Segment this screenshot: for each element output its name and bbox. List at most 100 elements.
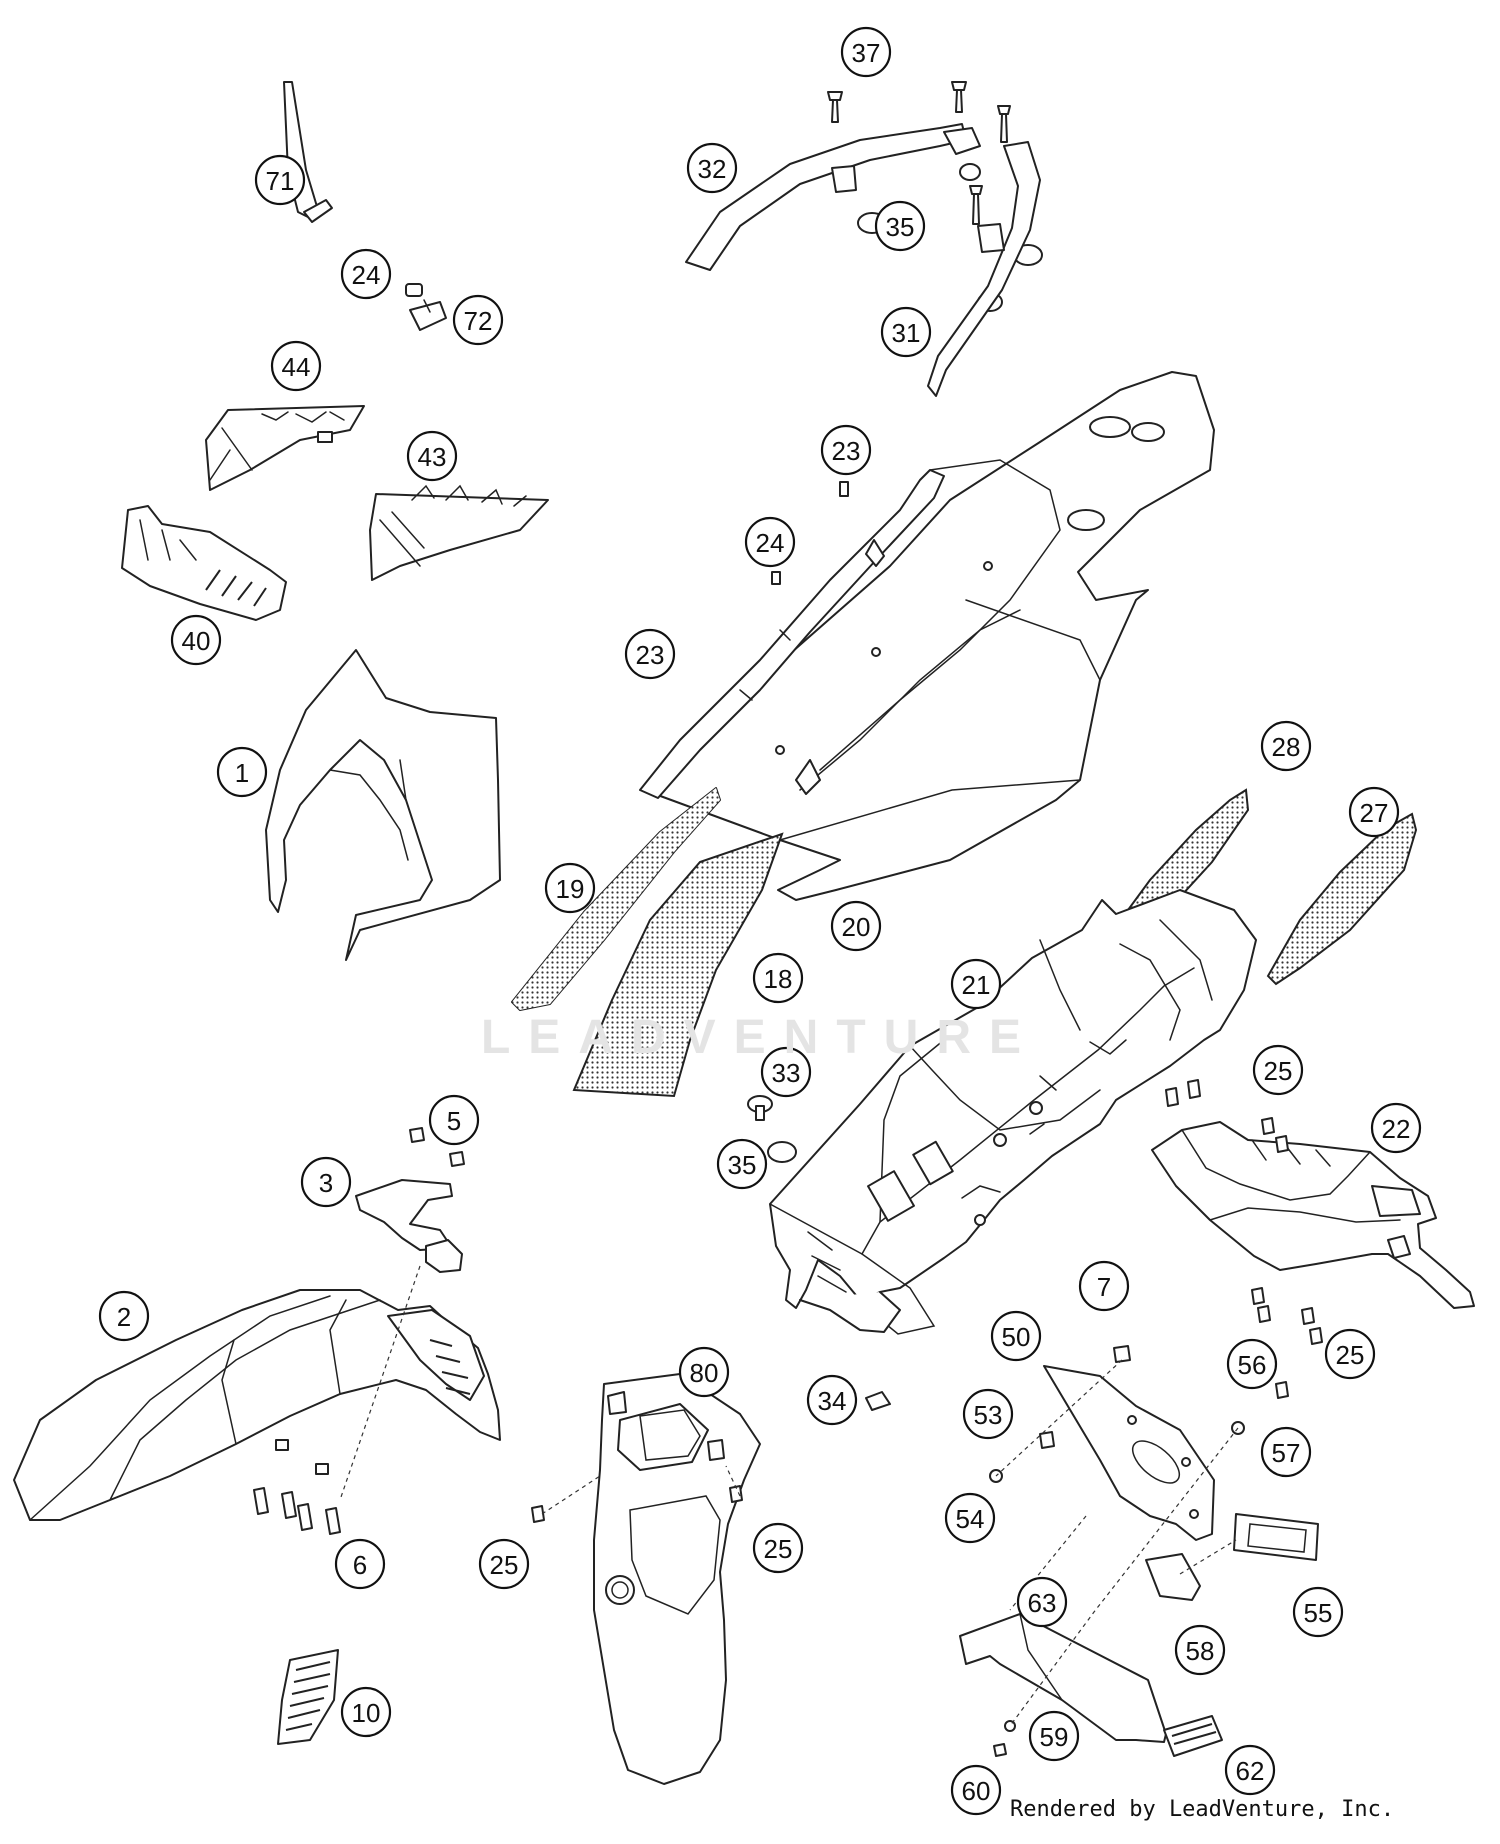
callout-circle xyxy=(478,1538,530,1590)
callout-circle xyxy=(1260,720,1312,772)
callout-44: 44 xyxy=(270,340,322,392)
callout-number: 23 xyxy=(832,436,861,466)
callout-circle xyxy=(1028,1710,1080,1762)
callout-6: 6 xyxy=(334,1538,386,1590)
callout-22: 22 xyxy=(1370,1102,1422,1154)
callout-circle xyxy=(950,958,1002,1010)
callout-63: 63 xyxy=(1016,1576,1068,1628)
callout-1: 1 xyxy=(216,746,268,798)
callout-21: 21 xyxy=(950,958,1002,1010)
callout-20: 20 xyxy=(830,900,882,952)
part-6-screws xyxy=(253,1439,341,1535)
callout-number: 80 xyxy=(690,1358,719,1388)
callout-number: 25 xyxy=(490,1550,519,1580)
callout-5: 5 xyxy=(428,1094,480,1146)
part-27-decal xyxy=(1266,812,1418,986)
callout-circle xyxy=(1292,1586,1344,1638)
part-55-license-light xyxy=(1233,1513,1319,1561)
callout-number: 5 xyxy=(447,1106,461,1136)
callout-number: 24 xyxy=(756,528,785,558)
part-59-60-nuts xyxy=(993,1720,1016,1757)
callout-53: 53 xyxy=(962,1388,1014,1440)
callout-circle xyxy=(428,1094,480,1146)
callout-circle xyxy=(340,1686,392,1738)
callout-circle xyxy=(716,1138,768,1190)
callout-25: 25 xyxy=(478,1538,530,1590)
callout-number: 28 xyxy=(1272,732,1301,762)
part-10-reflector xyxy=(277,1649,339,1745)
callout-25: 25 xyxy=(1252,1044,1304,1096)
callout-number: 25 xyxy=(1336,1340,1365,1370)
callout-72: 72 xyxy=(452,294,504,346)
part-40-spoiler xyxy=(121,505,287,621)
callout-circle xyxy=(820,424,872,476)
callout-number: 19 xyxy=(556,874,585,904)
callout-24: 24 xyxy=(744,516,796,568)
callout-59: 59 xyxy=(1028,1710,1080,1762)
callout-50: 50 xyxy=(990,1310,1042,1362)
callout-number: 63 xyxy=(1028,1588,1057,1618)
callout-circle xyxy=(300,1156,352,1208)
callout-circle xyxy=(406,430,458,482)
part-58-bracket xyxy=(1145,1553,1201,1601)
callout-28: 28 xyxy=(1260,720,1312,772)
callout-number: 25 xyxy=(1264,1056,1293,1086)
callout-number: 54 xyxy=(956,1504,985,1534)
callout-62: 62 xyxy=(1224,1744,1276,1796)
callout-number: 60 xyxy=(962,1776,991,1806)
callout-37: 37 xyxy=(840,26,892,78)
callout-34: 34 xyxy=(806,1374,858,1426)
callout-circle xyxy=(1016,1576,1068,1628)
callout-number: 10 xyxy=(352,1698,381,1728)
callout-number: 44 xyxy=(282,352,311,382)
callout-circle xyxy=(962,1388,1014,1440)
callout-number: 24 xyxy=(352,260,381,290)
callout-circle xyxy=(678,1346,730,1398)
callout-number: 23 xyxy=(636,640,665,670)
leader-lines xyxy=(339,1265,1239,1727)
part-43-spoiler xyxy=(369,484,549,581)
callout-number: 6 xyxy=(353,1550,367,1580)
callout-number: 58 xyxy=(1186,1636,1215,1666)
callout-7: 7 xyxy=(1078,1260,1130,1312)
callout-25: 25 xyxy=(1324,1328,1376,1380)
callout-number: 50 xyxy=(1002,1322,1031,1352)
callout-circle xyxy=(752,1522,804,1574)
callout-circle xyxy=(1324,1328,1376,1380)
callout-circle xyxy=(270,340,322,392)
callout-number: 33 xyxy=(772,1058,801,1088)
part-34-clip xyxy=(865,1391,891,1411)
callout-circle xyxy=(452,294,504,346)
callout-number: 59 xyxy=(1040,1722,1069,1752)
part-72-clip xyxy=(405,283,447,331)
callout-circle xyxy=(806,1374,858,1426)
callout-33: 33 xyxy=(760,1046,812,1098)
callout-number: 31 xyxy=(892,318,921,348)
callout-circle xyxy=(944,1492,996,1544)
callout-number: 25 xyxy=(764,1534,793,1564)
callout-circle xyxy=(1370,1102,1422,1154)
callout-number: 71 xyxy=(266,166,295,196)
part-3-fender-bracket xyxy=(355,1179,463,1273)
callout-number: 40 xyxy=(182,626,211,656)
callout-circle xyxy=(744,516,796,568)
callout-number: 32 xyxy=(698,154,727,184)
callout-24: 24 xyxy=(340,248,392,300)
callout-23: 23 xyxy=(820,424,872,476)
callout-2: 2 xyxy=(98,1290,150,1342)
part-32-grab-handle xyxy=(685,123,981,271)
callout-number: 53 xyxy=(974,1400,1003,1430)
render-credit: Rendered by LeadVenture, Inc. xyxy=(1010,1797,1395,1822)
callout-circle xyxy=(216,746,268,798)
callout-57: 57 xyxy=(1260,1426,1312,1478)
callout-60: 60 xyxy=(950,1764,1002,1816)
callout-circle xyxy=(1078,1260,1130,1312)
callout-circle xyxy=(544,862,596,914)
callout-35: 35 xyxy=(716,1138,768,1190)
callout-number: 35 xyxy=(728,1150,757,1180)
callout-circle xyxy=(874,200,926,252)
part-25-screws xyxy=(1165,1079,1323,1345)
callout-10: 10 xyxy=(340,1686,392,1738)
callout-circle xyxy=(98,1290,150,1342)
